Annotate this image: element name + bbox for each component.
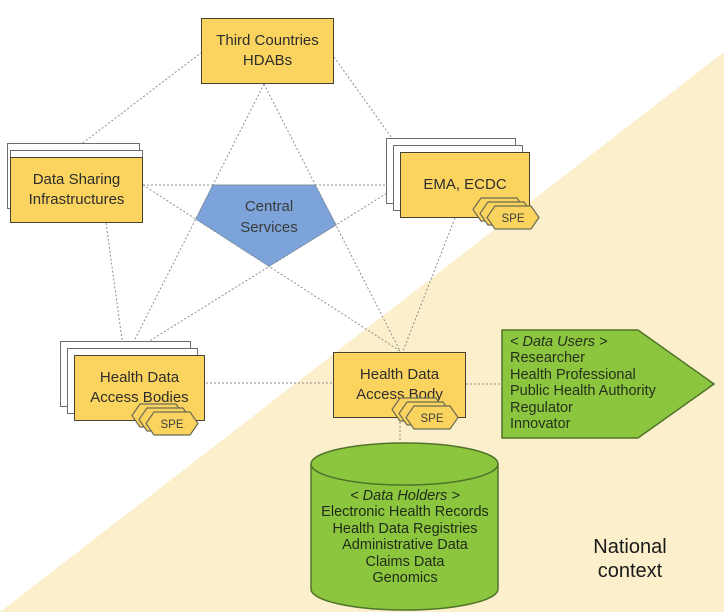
data-users-item: Researcher	[510, 350, 585, 367]
node-third-countries-line2: HDABs	[242, 52, 293, 69]
node-dsi-line2: Infrastructures	[28, 191, 125, 208]
spe-badge-ema: SPE	[472, 197, 540, 230]
node-dsi-line1: Data Sharing	[32, 171, 121, 188]
line-dsi-to-hdabs	[105, 222, 125, 355]
national-context-line1: National	[593, 536, 667, 558]
node-third-countries-hdabs: Third Countries HDABs	[201, 18, 334, 84]
data-holders-item: Administrative Data	[342, 537, 468, 554]
node-hdab-line1: Health Data	[359, 366, 440, 383]
data-users-header: < Data Users >	[510, 334, 608, 350]
data-users-item: Innovator	[510, 416, 571, 433]
data-users-item: Public Health Authority	[510, 383, 656, 400]
data-users-item: Regulator	[510, 399, 573, 416]
node-third-countries-line1: Third Countries	[216, 32, 319, 49]
node-hdabs-line1: Health Data	[99, 369, 180, 386]
spe-badge-hdab: SPE	[391, 397, 459, 430]
line-top-to-hdab	[263, 83, 401, 352]
spe-hex-front	[486, 205, 540, 230]
data-users-item: Health Professional	[510, 366, 636, 383]
data-holders-item: Health Data Registries	[332, 520, 478, 537]
national-context-label: National context	[570, 535, 690, 583]
spe-badge-ema-label: SPE	[501, 213, 524, 225]
central-services-label: Central Services	[218, 196, 320, 238]
data-holders-item: Genomics	[372, 570, 438, 587]
spe-badge-hdabs: SPE	[131, 403, 199, 436]
spe-badge-hdab-label: SPE	[420, 413, 443, 425]
spe-hex-front	[405, 405, 459, 430]
central-services-line1: Central	[244, 198, 294, 215]
spe-hex-front	[145, 411, 199, 436]
data-holders-cylinder	[310, 442, 499, 611]
data-holders-item: Electronic Health Records	[321, 504, 489, 521]
national-context-region	[0, 52, 724, 612]
data-holders-header: < Data Holders >	[350, 488, 460, 504]
cylinder-top	[310, 442, 499, 486]
data-holders-list: < Data Holders > Electronic Health Recor…	[305, 488, 505, 586]
spe-badge-hdabs-label: SPE	[160, 419, 183, 431]
data-users-arrow	[501, 329, 716, 439]
line-dsi-to-hdab	[142, 184, 401, 352]
line-top-to-hdabs	[126, 83, 265, 356]
node-hdabs-line2: Access Bodies	[90, 389, 189, 406]
node-ema-ecdc: EMA, ECDC	[400, 152, 530, 218]
line-top-to-dsi	[74, 51, 203, 150]
connector-lines	[74, 51, 502, 444]
cylinder-body	[310, 464, 499, 611]
national-context-line2: context	[597, 560, 663, 582]
central-services-line2: Services	[240, 219, 298, 236]
data-users-list: < Data Users > Researcher Health Profess…	[510, 334, 660, 432]
line-ema-to-hdabs	[126, 184, 401, 356]
data-holders-item: Claims Data	[365, 553, 445, 570]
line-top-to-ema	[333, 56, 400, 149]
node-data-sharing-infrastructures: Data Sharing Infrastructures	[10, 157, 143, 223]
node-ema-label: EMA, ECDC	[423, 176, 507, 193]
